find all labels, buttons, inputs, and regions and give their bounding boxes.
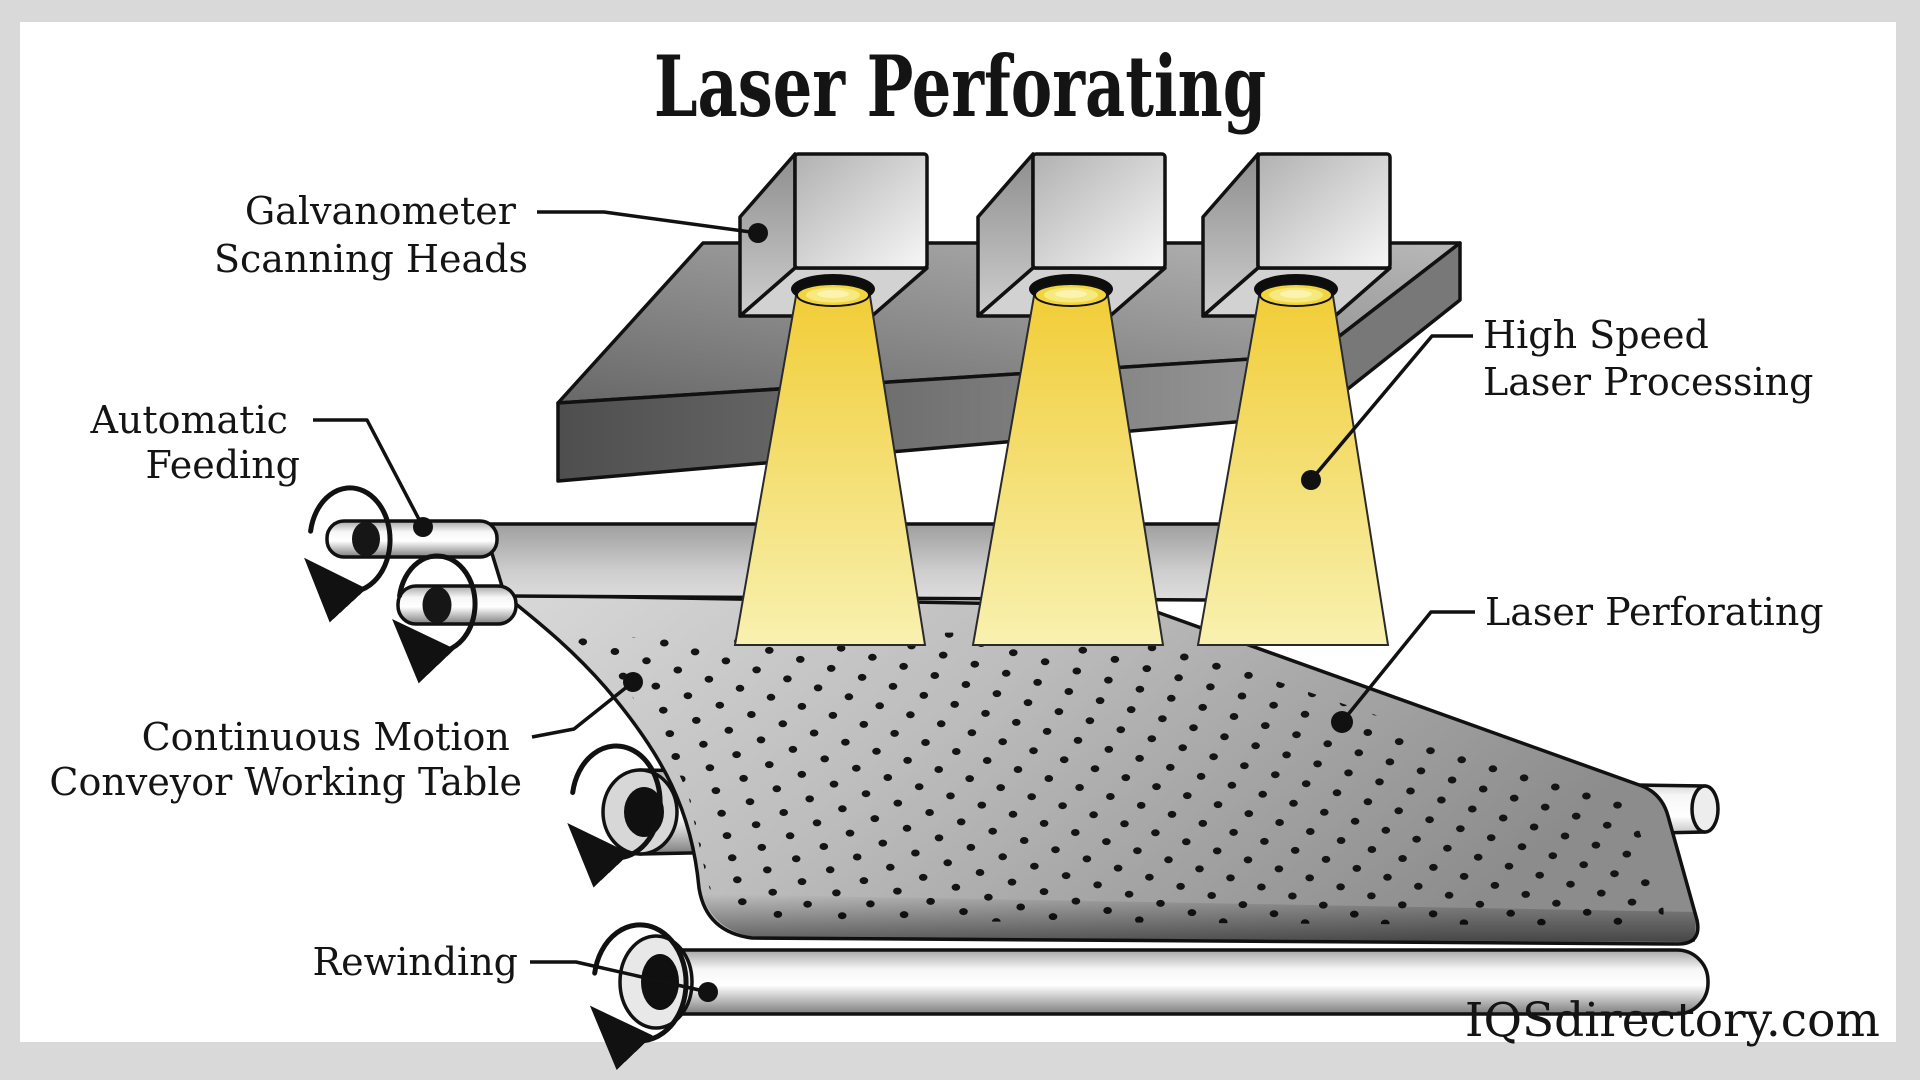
label-laser-perforating: Laser Perforating (1485, 590, 1824, 634)
page-title: Laser Perforating (654, 39, 1266, 137)
leader-lines (313, 210, 1475, 1002)
label-high-speed: High Speed Laser Processing (1483, 313, 1813, 404)
head-front-face (793, 152, 929, 270)
lens-2 (1029, 274, 1113, 307)
scanning-head-3 (1201, 152, 1392, 318)
laser-beams (733, 295, 1390, 646)
label-rewinding: Rewinding (312, 940, 518, 984)
rotation-arrow (567, 743, 663, 888)
conveyor-roller-right-cap (1690, 784, 1720, 834)
lens-core (817, 290, 849, 298)
head-front-face (1031, 152, 1167, 270)
feed-roller-cap (352, 521, 380, 557)
leader-rewinding (530, 960, 709, 994)
leader-high-speed (1309, 334, 1473, 482)
lens-core (1280, 290, 1312, 298)
leader-galvanometer (537, 210, 759, 235)
leader-laser-perforating (1340, 610, 1475, 724)
rotation-arrows (304, 485, 689, 1070)
labels: Galvanometer Scanning Heads Automatic Fe… (49, 189, 1823, 984)
lens-core (1055, 290, 1087, 298)
lens-3 (1254, 274, 1338, 307)
leader-automatic-feeding (313, 418, 425, 528)
title-group: Laser Perforating (654, 39, 1266, 137)
leader-dot-automatic-feeding (413, 517, 433, 537)
guide-roller-body (396, 584, 518, 626)
sheet-wrap-shadow (702, 894, 1696, 942)
leader-dot-rewinding (698, 982, 718, 1002)
watermark: IQSdirectory.com (1465, 993, 1880, 1048)
lens-1 (791, 274, 875, 307)
guide-roller (396, 584, 518, 626)
rotation-arrow (589, 922, 689, 1070)
leader-dot-laser-perforating (1331, 711, 1353, 733)
guide-roller-cap (422, 586, 452, 624)
feed-roller (325, 519, 499, 559)
label-continuous-motion: Continuous Motion Conveyor Working Table (49, 715, 522, 804)
rotation-arrow (391, 553, 478, 684)
leader-dot-continuous-motion (623, 672, 643, 692)
laser-lenses (791, 274, 1338, 307)
leader-dot-high-speed (1301, 470, 1321, 490)
label-automatic-feeding: Automatic Feeding (89, 398, 300, 487)
head-front-face (1256, 152, 1392, 270)
leader-continuous-motion (531, 680, 635, 739)
leader-dot-galvanometer (748, 223, 768, 243)
rotation-arrow (304, 485, 393, 623)
label-galvanometer: Galvanometer Scanning Heads (214, 189, 528, 281)
